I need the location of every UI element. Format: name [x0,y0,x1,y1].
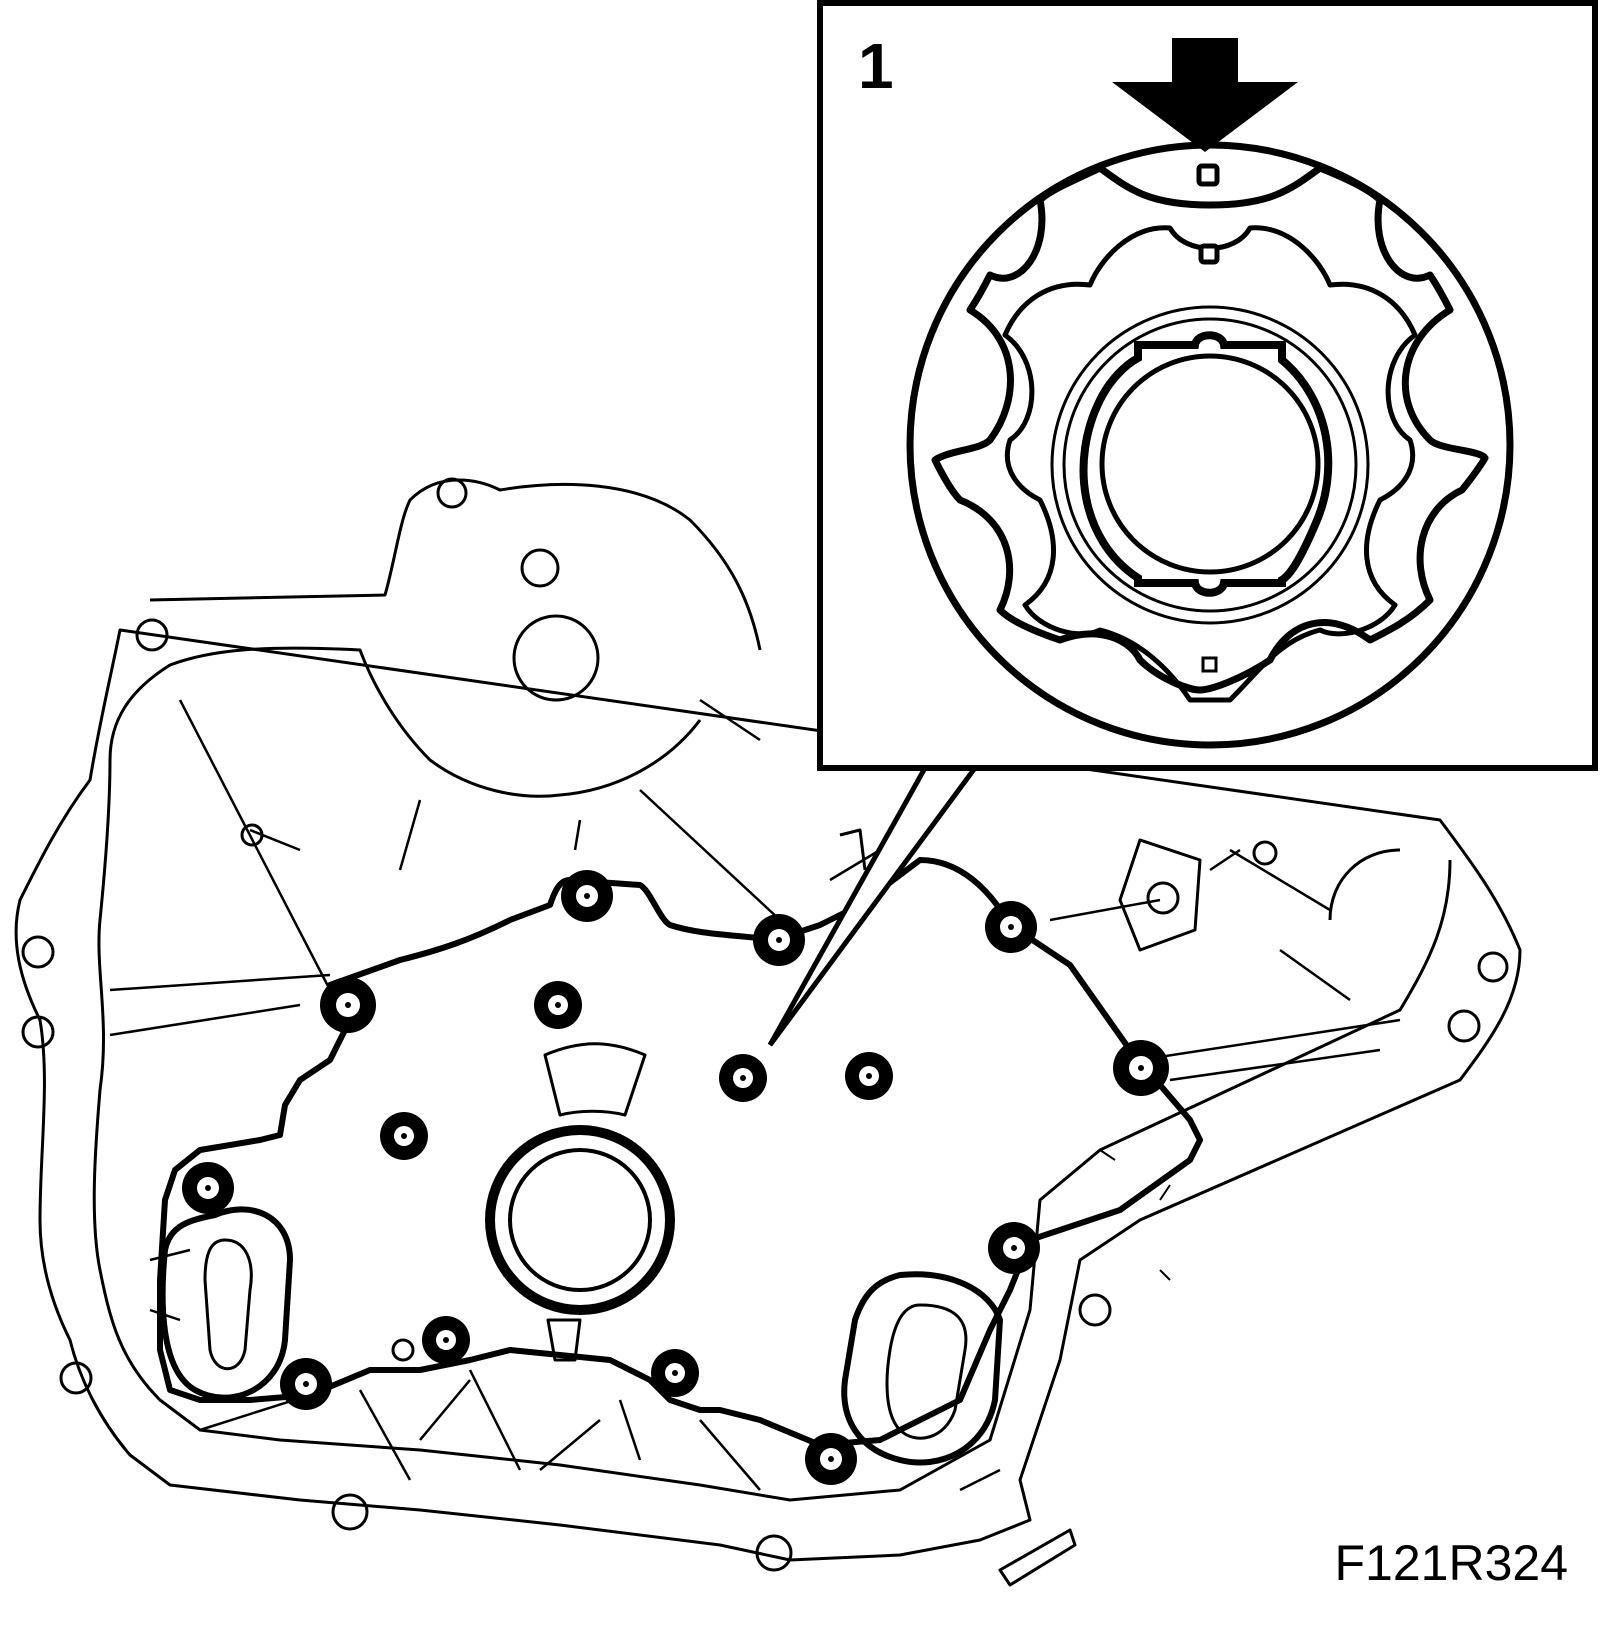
bolt [651,1349,699,1397]
down-arrow-icon [1112,38,1298,152]
pump-window-upper [543,1042,647,1117]
cover-inner-flange [92,646,1452,1502]
flange-hole [1477,951,1509,983]
bolt [805,1433,857,1485]
flange-hole [1447,1009,1481,1043]
pump-bolts [182,870,1169,1485]
bolt [561,870,613,922]
left-port-slot [203,1238,253,1371]
bolt [280,1358,332,1410]
bottom-tab [998,1528,1077,1587]
flange-hole [21,935,55,969]
right-bracket [1118,838,1202,952]
flange-hole [1252,840,1278,866]
callout-pointer [767,765,980,1047]
pump-window-lower [546,1318,582,1362]
alignment-mark-inner [1198,243,1220,265]
detail-box: 1 [817,0,1598,771]
figure-code: F121R324 [1335,1535,1569,1591]
crank-seal-outer [485,1125,675,1315]
rotor-housing-ring [906,141,1514,749]
right-port-gasket [841,1271,1003,1466]
pump-housing-outline [157,857,1203,1448]
bolt [985,901,1037,953]
bolt [753,914,805,966]
bolt [719,1054,767,1102]
small-marks [1099,1149,1171,1281]
flange-hole [59,1361,93,1395]
flange-hole [1078,1293,1112,1327]
callout-number: 1 [858,30,894,102]
right-port-slot [885,1303,968,1440]
upper-boss-bore [512,614,600,702]
flange-hole [135,618,169,652]
inner-rotor [1002,225,1418,703]
inner-rotor-ring-outer [1050,305,1370,625]
flange-hole [1146,881,1180,915]
upper-boss-hole [520,548,560,588]
left-port-gasket [159,1206,293,1401]
drive-bore [1079,331,1333,597]
inner-rotor-ring-mid [1062,317,1358,613]
crank-seal-inner [508,1148,652,1292]
bolt [1113,1040,1169,1096]
drive-bore-inner [1099,353,1321,575]
alignment-mark-bottom [1201,656,1218,673]
bolt [534,981,582,1029]
bolt [182,1162,234,1214]
bolt [845,1052,893,1100]
timing-cover [14,477,1522,1587]
bolt [380,1112,428,1160]
flange-hole [21,1015,55,1049]
flange-hole [240,823,264,847]
outer-rotor [931,164,1489,694]
cover-outer-flange [14,478,1522,1562]
oil-pump-housing [157,828,1203,1466]
flange-hole [755,1534,793,1572]
flange-hole [331,1493,369,1531]
pump-top-ear [839,828,867,871]
flange-hole [436,477,468,509]
bolt [988,1222,1040,1274]
bolt [320,977,376,1033]
bolt [422,1316,470,1364]
small-hole [391,1338,415,1362]
alignment-mark-outer [1196,163,1220,187]
